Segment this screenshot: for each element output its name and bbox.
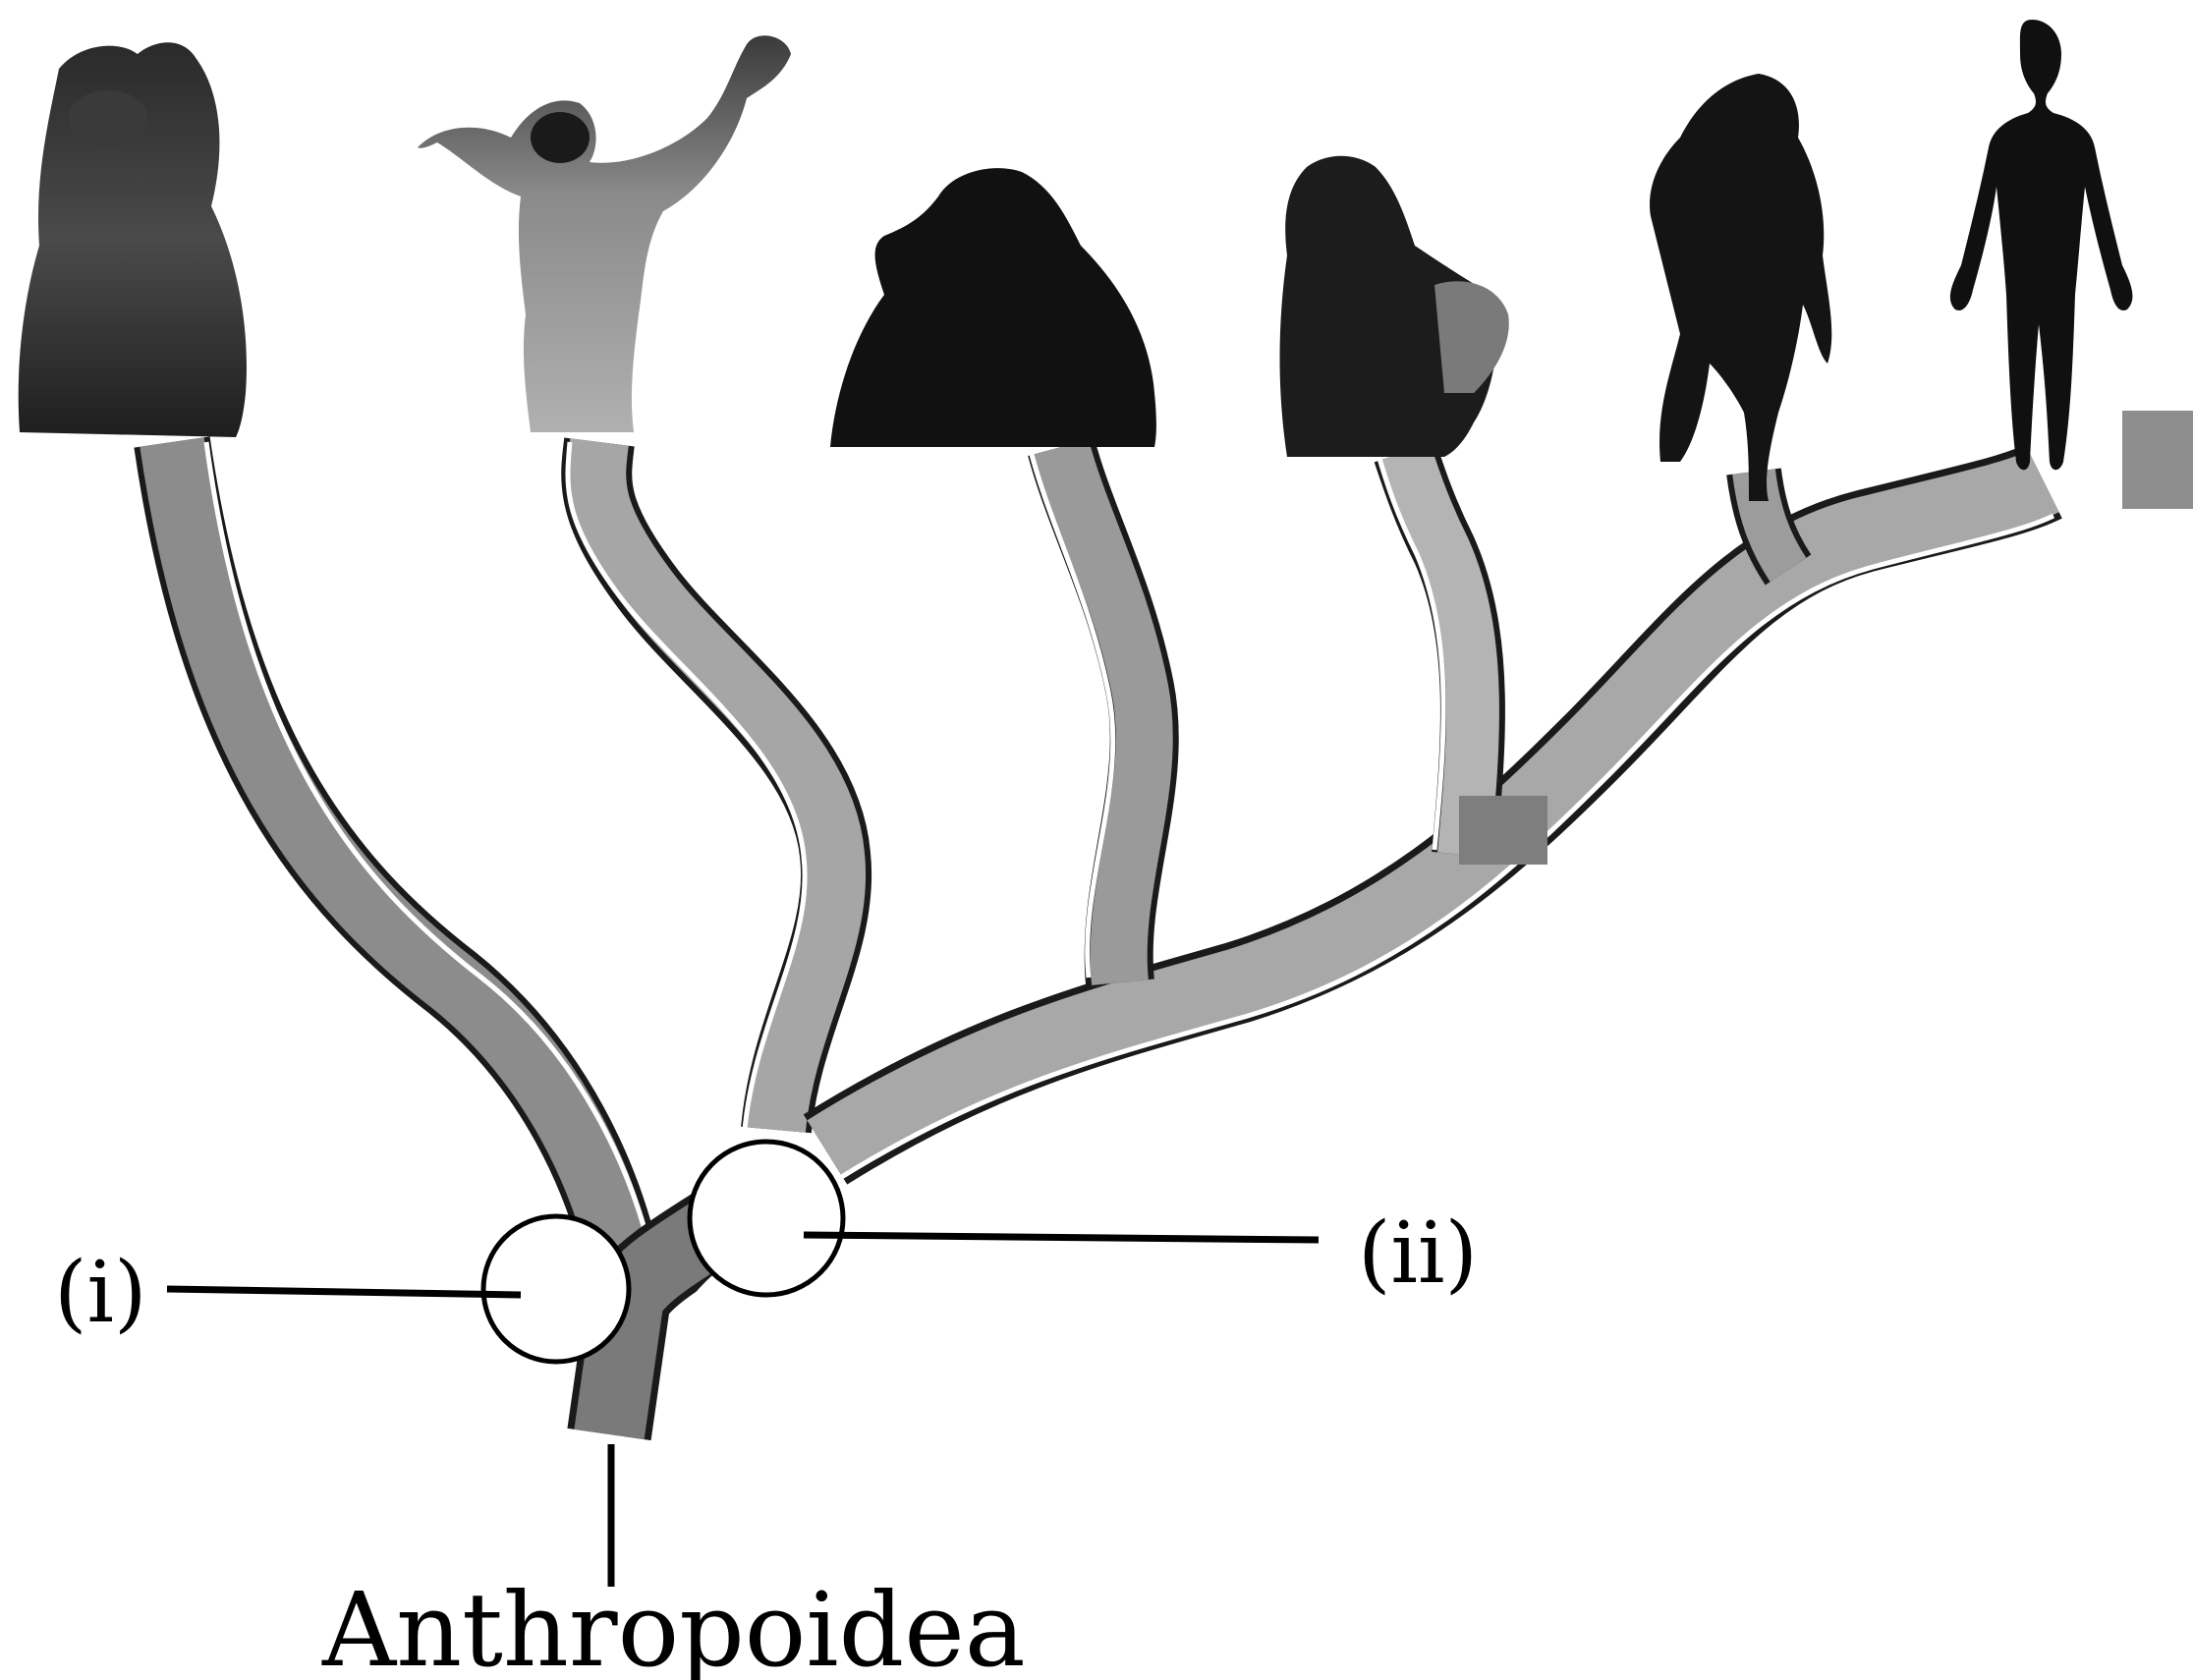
gibbon-icon [418,35,791,432]
branch-monkey [172,442,656,1297]
label-node-i: (i) [54,1244,147,1342]
gorilla-icon [1280,156,1509,457]
branch-gibbon [568,442,836,1130]
node-i [167,1216,629,1362]
label-anthropoidea: Anthropoidea [321,1570,1026,1680]
orangutan-icon [830,168,1156,447]
branch-gorilla [1378,452,1473,855]
branch-orangutan [1030,447,1145,982]
chimpanzee-icon [1650,74,1831,501]
patch [2122,411,2193,509]
branches [172,411,2193,1436]
label-node-ii: (ii) [1358,1204,1478,1303]
node-ii [690,1142,1319,1295]
human-silhouette-icon [1950,20,2133,470]
sitting-monkey-icon [19,42,247,437]
patch [1459,796,1547,865]
